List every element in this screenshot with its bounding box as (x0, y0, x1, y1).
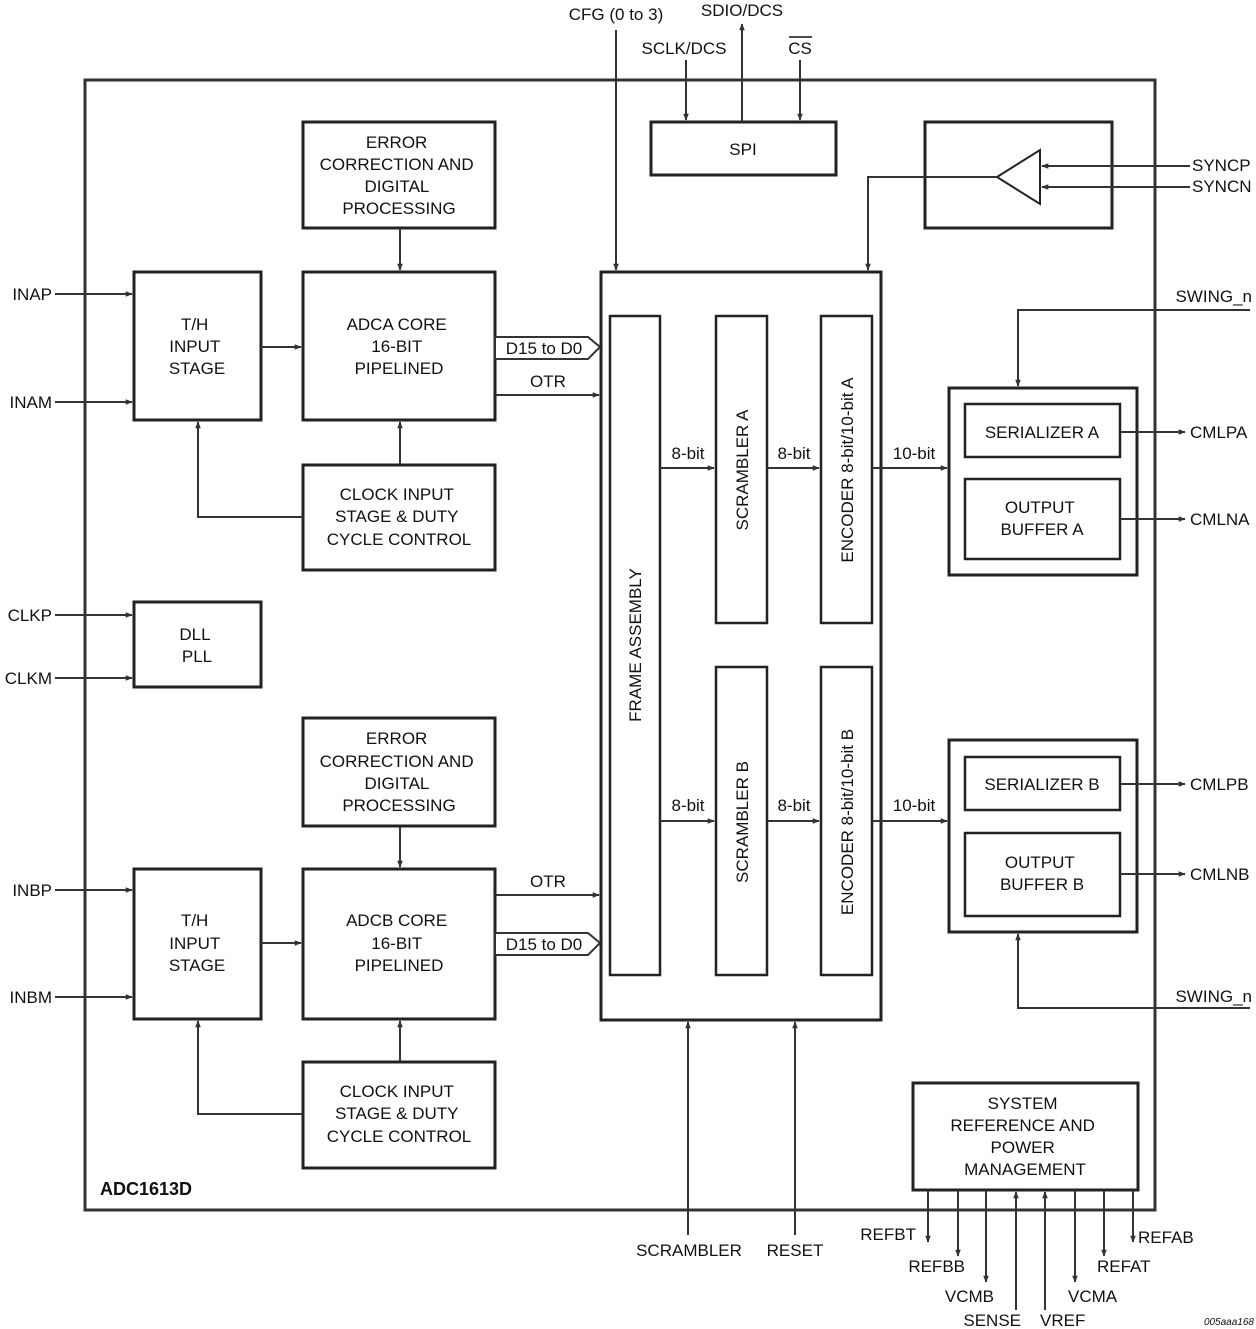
dll-pll-label: DLL PLL (179, 625, 214, 666)
error-correction-a-block: ERROR CORRECTION AND DIGITAL PROCESSING (301, 120, 497, 230)
error-correction-b-label: ERROR CORRECTION AND DIGITAL PROCESSING (320, 729, 479, 815)
encoder-a-label: ENCODER 8-bit/10-bit A (838, 377, 857, 563)
clock-input-b-label: CLOCK INPUT STAGE & DUTY CYCLE CONTROL (327, 1082, 472, 1146)
signal-scrambler: SCRAMBLER (636, 1241, 742, 1260)
signal-refbb: REFBB (908, 1257, 965, 1276)
signal-bus-a: D15 to D0 (506, 339, 583, 358)
signal-inbp: INBP (12, 881, 52, 900)
bus-a-arrow (494, 336, 602, 360)
signal-refat: REFAT (1097, 1257, 1151, 1276)
signal-clkm: CLKM (5, 669, 52, 688)
adcb-core-block: ADCB CORE 16-BIT PIPELINED (301, 867, 497, 1021)
dll-pll-block: DLL PLL (132, 600, 263, 689)
wire-clk-to-th-b (195, 1020, 303, 1115)
th-input-a-label: T/H INPUT STAGE (169, 315, 225, 378)
frame-assembly-label: FRAME ASSEMBLY (626, 568, 645, 722)
signal-reset: RESET (767, 1241, 824, 1260)
output-buffer-b-label: OUTPUT BUFFER B (1000, 853, 1084, 894)
th-input-b-label: T/H INPUT STAGE (169, 911, 225, 975)
serializer-b-label: SERIALIZER B (984, 775, 1099, 794)
chip-name: ADC1613D (100, 1179, 192, 1199)
signal-cs: CS (788, 39, 812, 58)
signal-cmlnb: CMLNB (1190, 865, 1250, 884)
wire-sync-to-core (865, 176, 997, 271)
wire-swing-b (1015, 933, 1250, 1009)
signal-inbm: INBM (10, 988, 53, 1007)
system-reference-block: SYSTEM REFERENCE AND POWER MANAGEMENT (911, 1081, 1140, 1192)
output-buffer-b-block: OUTPUT BUFFER B (963, 831, 1122, 918)
th-input-a-block: T/H INPUT STAGE (132, 270, 263, 422)
signal-8bit-a1: 8-bit (671, 444, 704, 463)
signal-inap: INAP (12, 285, 52, 304)
signal-cmlpb: CMLPB (1190, 775, 1249, 794)
scrambler-a-block: SCRAMBLER A (714, 314, 769, 625)
figure-code: 005aaa168 (1204, 1317, 1254, 1328)
output-buffer-a-block: OUTPUT BUFFER A (963, 477, 1122, 561)
signal-sclk: SCLK/DCS (641, 39, 726, 58)
wires (55, 23, 1250, 1310)
sync-buffer-icon (995, 148, 1041, 206)
wire-clk-to-th-a (195, 421, 303, 518)
frame-assembly-block: FRAME ASSEMBLY (608, 314, 662, 977)
serializer-a-block: SERIALIZER A (963, 402, 1122, 459)
signal-cfg: CFG (0 to 3) (569, 5, 663, 24)
error-correction-b-block: ERROR CORRECTION AND DIGITAL PROCESSING (301, 716, 497, 828)
th-input-b-block: T/H INPUT STAGE (132, 867, 263, 1021)
encoder-b-block: ENCODER 8-bit/10-bit B (819, 665, 874, 977)
sync-block (923, 120, 1114, 230)
scrambler-b-label: SCRAMBLER B (733, 761, 752, 883)
signal-otr-a: OTR (530, 372, 566, 391)
encoder-a-block: ENCODER 8-bit/10-bit A (819, 314, 874, 625)
signal-swing-a: SWING_n (1175, 287, 1252, 306)
signal-10bit-b: 10-bit (893, 796, 936, 815)
bus-b-arrow (494, 932, 602, 956)
chip-outline (83, 78, 1157, 1212)
adca-core-label: ADCA CORE 16-BIT PIPELINED (347, 315, 452, 378)
signal-vcma: VCMA (1068, 1287, 1118, 1306)
serializer-b-block: SERIALIZER B (963, 755, 1122, 812)
clock-input-a-block: CLOCK INPUT STAGE & DUTY CYCLE CONTROL (301, 463, 497, 572)
signal-inam: INAM (10, 393, 53, 412)
signal-syncn: SYNCN (1192, 177, 1252, 196)
system-reference-label: SYSTEM REFERENCE AND POWER MANAGEMENT (950, 1094, 1099, 1179)
signal-8bit-a2: 8-bit (777, 444, 810, 463)
signal-refbt: REFBT (860, 1225, 916, 1244)
scrambler-b-block: SCRAMBLER B (714, 665, 769, 977)
signal-sdio: SDIO/DCS (701, 1, 783, 20)
signal-8bit-b2: 8-bit (777, 796, 810, 815)
signal-clkp: CLKP (8, 606, 52, 625)
signal-labels: CFG (0 to 3) SDIO/DCS SCLK/DCS CS SYNCP … (5, 1, 1255, 1329)
scrambler-a-label: SCRAMBLER A (733, 409, 752, 531)
signal-sense: SENSE (963, 1311, 1021, 1329)
signal-8bit-b1: 8-bit (671, 796, 704, 815)
signal-swing-b: SWING_n (1175, 987, 1252, 1006)
serializer-a-label: SERIALIZER A (985, 423, 1100, 442)
signal-10bit-a: 10-bit (893, 444, 936, 463)
signal-vref: VREF (1040, 1311, 1085, 1329)
spi-block: SPI (649, 120, 838, 177)
signal-cmlpa: CMLPA (1190, 423, 1248, 442)
error-correction-a-label: ERROR CORRECTION AND DIGITAL PROCESSING (320, 133, 479, 218)
signal-vcmb: VCMB (945, 1287, 994, 1306)
clock-input-b-block: CLOCK INPUT STAGE & DUTY CYCLE CONTROL (301, 1060, 497, 1170)
signal-syncp: SYNCP (1192, 156, 1251, 175)
wire-swing-a (1015, 309, 1250, 387)
output-buffer-a-label: OUTPUT BUFFER A (1000, 498, 1084, 539)
signal-otr-b: OTR (530, 872, 566, 891)
adcb-core-label: ADCB CORE 16-BIT PIPELINED (346, 911, 452, 975)
signal-bus-b: D15 to D0 (506, 935, 583, 954)
spi-label: SPI (729, 140, 756, 159)
adca-core-block: ADCA CORE 16-BIT PIPELINED (301, 270, 497, 422)
encoder-b-label: ENCODER 8-bit/10-bit B (838, 729, 857, 915)
clock-input-a-label: CLOCK INPUT STAGE & DUTY CYCLE CONTROL (327, 485, 472, 549)
signal-cmlna: CMLNA (1190, 510, 1250, 529)
signal-refab: REFAB (1138, 1228, 1194, 1247)
